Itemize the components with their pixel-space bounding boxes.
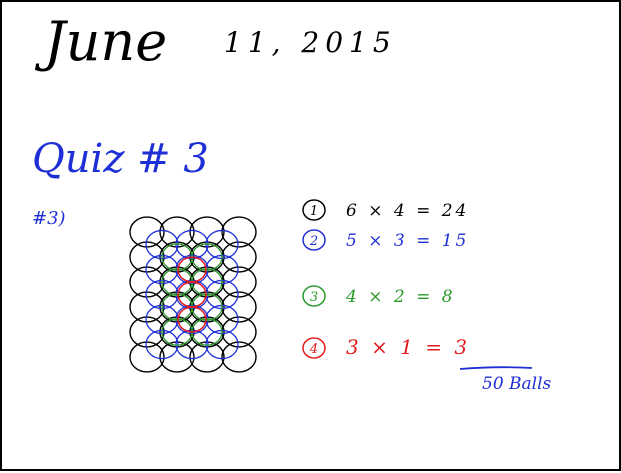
layer-number: 1: [310, 204, 318, 219]
top-layer-ball: [177, 306, 207, 333]
sum-underline: [459, 366, 533, 370]
layer-number: 2: [309, 234, 318, 249]
layer-number-circle: [302, 199, 326, 221]
bottom-layer-ball: [221, 216, 257, 248]
layer-number: 3: [310, 290, 318, 305]
date-month: June: [34, 10, 167, 73]
layer-number-circle: [302, 285, 326, 307]
layer-number-circle: [302, 337, 326, 359]
bottom-layer-ball: [129, 241, 165, 273]
layer-expression: 3 × 1 = 3: [346, 335, 470, 359]
date-day-year: 11, 2015: [224, 26, 397, 59]
bottom-layer-ball: [129, 216, 165, 248]
total-balls: 50 Balls: [482, 374, 552, 394]
layer-number-circle: [302, 229, 326, 251]
quiz-title: Quiz # 3: [32, 136, 209, 182]
date-heading: June 11, 2015: [34, 10, 397, 73]
bottom-layer-ball: [129, 291, 165, 323]
bottom-layer-ball: [159, 341, 195, 373]
layer-calc-line: 3 4 × 2 = 8: [302, 285, 456, 307]
layer-calculation-list: 1 6 × 4 = 24 2 5 × 3 = 15 3 4 × 2 = 8 4 3 × 1 =…: [302, 199, 470, 359]
bottom-layer-ball: [221, 341, 257, 373]
bottom-layer-ball: [159, 216, 195, 248]
layer-calc-line: 4 3 × 1 = 3: [302, 335, 470, 359]
bottom-layer-ball: [189, 216, 225, 248]
layer-calc-line: 1 6 × 4 = 24: [302, 199, 469, 221]
layer-number: 4: [309, 342, 318, 357]
layer-expression: 4 × 2 = 8: [345, 287, 456, 307]
bottom-layer-ball: [129, 316, 165, 348]
ball-pyramid-drawing: [129, 216, 257, 373]
layer-calc-line: 2 5 × 3 = 15: [302, 229, 469, 251]
layer-expression: 5 × 3 = 15: [346, 231, 469, 251]
bottom-layer-ball: [129, 266, 165, 298]
bottom-layer-ball: [189, 341, 225, 373]
bottom-layer-ball: [129, 341, 165, 373]
problem-label: #3): [32, 208, 66, 229]
layer-expression: 6 × 4 = 24: [346, 201, 469, 221]
